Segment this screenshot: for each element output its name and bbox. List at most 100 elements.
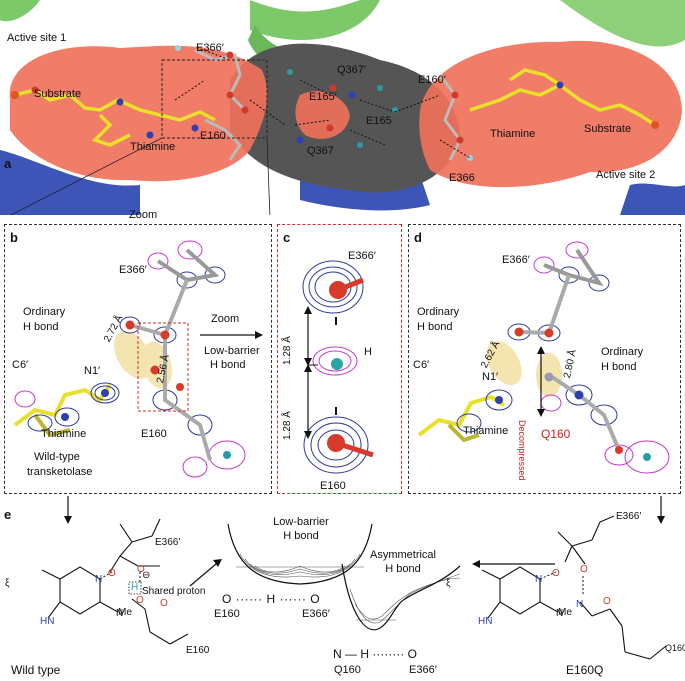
wild-type-label: Wild-type — [34, 451, 80, 463]
q160-label: Q160 — [541, 427, 571, 441]
svg-text:O: O — [160, 598, 168, 609]
residue-stick — [194, 48, 247, 112]
asym-q160-label: Q160 — [334, 664, 361, 676]
shared-proton-label: Shared proton — [142, 586, 206, 597]
thiamine-left-label: Thiamine — [130, 141, 176, 153]
me-right-label: Me — [558, 607, 572, 618]
residue-e165-label: E165 — [366, 115, 392, 127]
panel-a-structure-render — [0, 0, 685, 219]
h-bond-2-label: H bond — [210, 359, 246, 371]
residue-e160p-label: E160′ — [418, 74, 446, 86]
e160-label: E160 — [141, 428, 167, 440]
residue-q367-label: Q367 — [307, 145, 334, 157]
h-bond-left-label: H bond — [417, 321, 453, 333]
decompressed-label: Decompressed — [517, 420, 527, 481]
svg-text:N: N — [535, 574, 542, 585]
panel-c: c E366′ H 1.28 Å 1.28 Å E160 — [277, 224, 402, 494]
left-active-site-surface — [9, 45, 268, 182]
svg-text:O: O — [603, 596, 611, 607]
substrate-stick-left — [14, 88, 216, 122]
lbhb-title-1: Low-barrier — [273, 516, 329, 528]
low-barrier-label: Low-barrier — [204, 345, 260, 357]
svg-text:O: O — [552, 568, 560, 579]
ordinary-left-label: Ordinary — [417, 306, 460, 318]
svg-text:HN: HN — [478, 616, 492, 627]
e366p-label: E366′ — [348, 250, 376, 262]
thiamine-label: Thiamine — [41, 428, 87, 440]
svg-text:O: O — [136, 595, 144, 606]
lbhb-e366p-label: E366′ — [302, 608, 330, 620]
n1p-label: N1′ — [482, 371, 499, 383]
thiamine-right-label: Thiamine — [490, 128, 536, 140]
shared-h-atom: H — [131, 582, 139, 593]
lbhb-title-2: H bond — [283, 530, 319, 542]
active-site-1-label: Active site 1 — [7, 32, 67, 44]
residue-e160-label: E160 — [200, 130, 226, 142]
distance-top-label: 1.28 Å — [282, 336, 293, 365]
panel-b: b E366′ Ordinary H bond 2.72 Å 2.56 Å C6… — [4, 224, 272, 494]
e160q-label: E160Q — [566, 663, 604, 677]
svg-text:O: O — [580, 564, 588, 575]
active-site-2-label: Active site 2 — [596, 169, 656, 181]
e160q-structure — [481, 521, 667, 660]
panel-d-density-render — [417, 241, 670, 474]
svg-text:N: N — [556, 608, 563, 619]
h-bond-label: H bond — [23, 321, 59, 333]
green-helix — [0, 0, 40, 22]
blue-helix — [0, 150, 140, 215]
e366p-label: E366′ — [119, 264, 147, 276]
e160-chain-label: E160 — [186, 645, 210, 656]
svg-text:N: N — [576, 599, 583, 610]
panel-c-density-render — [302, 260, 374, 474]
thiamine-label: Thiamine — [463, 425, 509, 437]
svg-text:N: N — [95, 574, 102, 585]
panel-e: O O O O N HN N ξ — [0, 494, 685, 681]
panel-e-schematic: O O O O N HN N ξ — [5, 496, 667, 660]
panel-a: a Active site 1 Active site 2 Substrate … — [0, 0, 685, 221]
green-helix — [250, 0, 380, 40]
panel-letter-a: a — [4, 156, 12, 171]
wild-type-structure — [41, 518, 189, 645]
q160-chain-label: Q160 — [665, 643, 685, 653]
right-active-site-surface — [419, 40, 682, 188]
lbhb-formula: O ······ H ······ O — [222, 592, 321, 606]
e160-label: E160 — [320, 480, 346, 492]
lbhb-e160-label: E160 — [214, 608, 240, 620]
e366p-right-label: E366′ — [616, 511, 642, 522]
asym-e366p-label: E366′ — [409, 664, 437, 676]
residue-e165p-label: E165′ — [309, 91, 337, 103]
h-bond-right-label: H bond — [601, 361, 637, 373]
green-helix — [560, 0, 685, 47]
distance-bottom-label: 1.28 Å — [282, 411, 293, 440]
svg-text:ξ: ξ — [5, 578, 10, 589]
panel-letter-e: e — [4, 507, 12, 522]
residue-q367p-label: Q367′ — [337, 64, 366, 76]
h-label: H — [364, 346, 372, 358]
zoom-label: Zoom — [129, 209, 158, 221]
panel-letter-c: c — [283, 230, 291, 245]
svg-text:ξ: ξ — [446, 578, 451, 589]
zoom-box — [161, 59, 268, 139]
asym-formula: N — H ········ O — [333, 647, 417, 661]
residue-e366p-label: E366′ — [196, 42, 224, 54]
panel-d: d E366′ Ordinary H bond 2.62 Å 2.80 Å De… — [408, 224, 681, 494]
e366p-label: E366′ — [502, 254, 530, 266]
atom-dots — [11, 45, 659, 161]
svg-text:O: O — [137, 564, 145, 575]
ordinary-right-label: Ordinary — [601, 346, 644, 358]
panel-letter-b: b — [10, 230, 18, 245]
svg-text:O: O — [108, 568, 116, 579]
carboxylate-minus-left: ⊖ — [142, 570, 151, 581]
asym-title-1: Asymmetrical — [369, 549, 436, 561]
c6p-label: C6′ — [413, 359, 430, 371]
panel-letter-d: d — [414, 230, 422, 245]
wild-type-label: Wild type — [11, 663, 61, 677]
n1p-label: N1′ — [84, 365, 101, 377]
panel-b-density-render — [13, 240, 263, 478]
substrate-right-label: Substrate — [584, 123, 632, 135]
blue-helix — [620, 183, 685, 215]
e366p-left-label: E366′ — [155, 537, 181, 548]
transketolase-label: transketolase — [27, 466, 93, 478]
ordinary-label: Ordinary — [23, 306, 66, 318]
zoom-label: Zoom — [211, 313, 240, 325]
